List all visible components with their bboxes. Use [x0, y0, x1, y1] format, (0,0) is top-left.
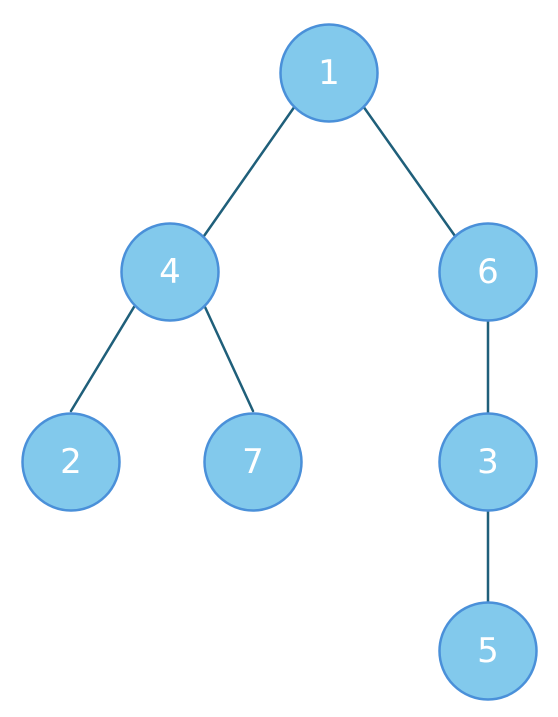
edge-layer [69, 104, 490, 605]
node-2-circle [21, 412, 121, 512]
node-3: 3 [438, 412, 538, 512]
node-1-label: 1 [318, 53, 340, 93]
edge-4-7 [203, 305, 255, 413]
node-4-circle [120, 222, 220, 322]
node-6-label: 6 [477, 252, 499, 292]
node-7-label: 7 [242, 442, 264, 482]
node-2: 2 [21, 412, 121, 512]
node-6-circle [438, 222, 538, 322]
node-4-label: 4 [159, 252, 181, 292]
node-1-circle [279, 23, 379, 123]
node-5-label: 5 [477, 631, 499, 671]
node-4: 4 [120, 222, 220, 322]
edge-1-6 [361, 104, 457, 238]
node-5: 5 [438, 601, 538, 701]
edge-1-4 [202, 104, 297, 238]
node-6: 6 [438, 222, 538, 322]
edge-4-2 [69, 305, 136, 413]
node-7-circle [203, 412, 303, 512]
node-5-circle [438, 601, 538, 701]
node-3-label: 3 [477, 442, 499, 482]
node-7: 7 [203, 412, 303, 512]
node-1: 1 [279, 23, 379, 123]
node-2-label: 2 [60, 442, 82, 482]
node-3-circle [438, 412, 538, 512]
